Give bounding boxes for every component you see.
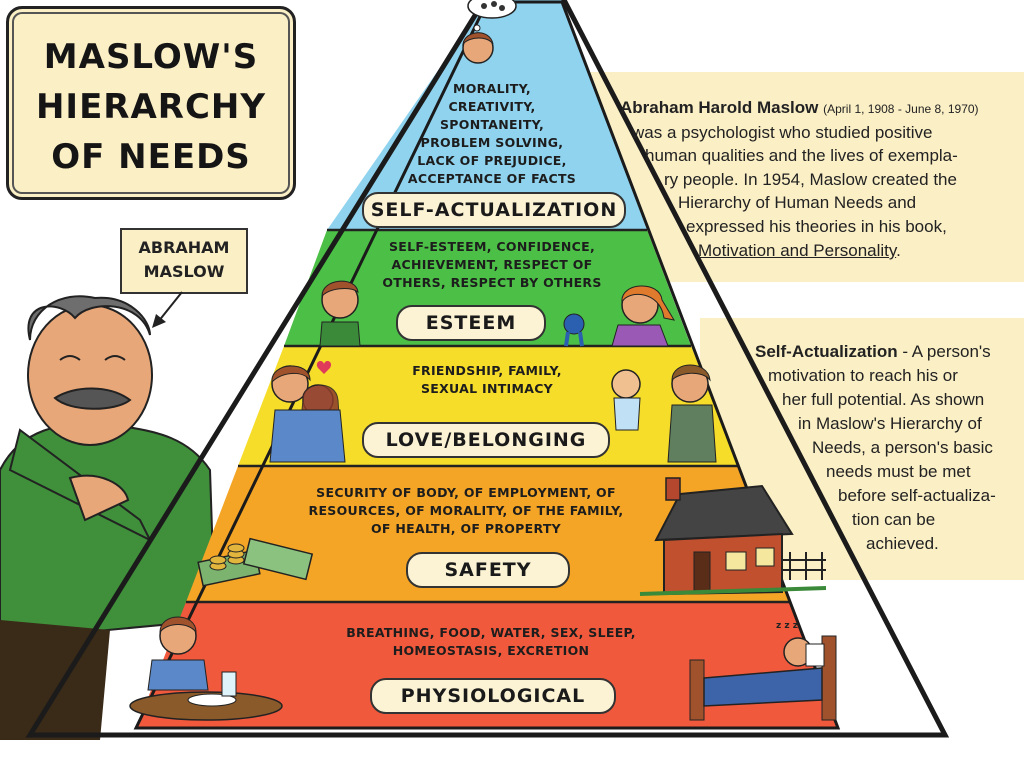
title-box: MASLOW'S HIERARCHY OF NEEDS (6, 6, 296, 200)
definition-line: her full potential. As shown (782, 390, 985, 409)
tier-3-description: FRIENDSHIP, FAMILY, SEXUAL INTIMACY (372, 362, 602, 398)
tier-4-line: RESOURCES, OF MORALITY, OF THE FAMILY, (308, 503, 624, 518)
tier-1-line: PROBLEM SOLVING, (420, 135, 564, 150)
bio-line: human qualities and the lives of exempla… (645, 146, 958, 165)
tier-self-actualization (327, 0, 647, 230)
title-line-3: OF NEEDS (51, 137, 251, 177)
pointer-arrow (152, 291, 183, 328)
tier-4-line: SECURITY OF BODY, OF EMPLOYMENT, OF (316, 485, 616, 500)
maslow-label-line-1: ABRAHAM (138, 238, 230, 257)
esteem-children-icon (319, 280, 676, 347)
definition-line: achieved. (866, 534, 939, 553)
tier-5-description: BREATHING, FOOD, WATER, SEX, SLEEP, HOME… (316, 624, 666, 660)
book-period: . (896, 241, 901, 260)
tier-5-line: BREATHING, FOOD, WATER, SEX, SLEEP, (346, 625, 636, 640)
tier-4-description: SECURITY OF BODY, OF EMPLOYMENT, OF RESO… (286, 484, 646, 538)
tier-4-line: OF HEALTH, OF PROPERTY (370, 521, 562, 536)
maslow-label: ABRAHAM MASLOW (120, 228, 248, 294)
bio-name: Abraham Harold Maslow (620, 98, 819, 117)
tier-2-description: SELF-ESTEEM, CONFIDENCE, ACHIEVEMENT, RE… (362, 238, 622, 292)
bio-line: ry people. In 1954, Maslow created the (664, 170, 957, 189)
tier-4-name: SAFETY (406, 552, 570, 588)
bio-dates: (April 1, 1908 - June 8, 1970) (823, 102, 979, 116)
definition-line: needs must be met (826, 462, 971, 481)
house-icon (639, 477, 827, 596)
definition-line: in Maslow's Hierarchy of (798, 414, 982, 433)
money-icon (197, 537, 314, 587)
title-line-2: HIERARCHY (35, 87, 267, 127)
maslow-cartoon (0, 295, 217, 740)
svg-text:z z z: z z z (776, 621, 798, 631)
tier-1-line: CREATIVITY, (448, 99, 536, 114)
definition-term: Self-Actualization (755, 342, 898, 361)
tier-3-line: SEXUAL INTIMACY (420, 381, 554, 396)
tier-5-name: PHYSIOLOGICAL (370, 678, 616, 714)
tier-3-name: LOVE/BELONGING (362, 422, 610, 458)
definition-line: motivation to reach his or (768, 366, 958, 385)
tier-2-line: OTHERS, RESPECT BY OTHERS (382, 275, 602, 290)
family-hug-icon (269, 361, 717, 463)
tier-3-line: FRIENDSHIP, FAMILY, (412, 363, 562, 378)
definition-line: before self-actualiza- (838, 486, 996, 505)
tier-5-line: HOMEOSTASIS, EXCRETION (392, 643, 590, 658)
tier-1-line: LACK OF PREJUDICE, (417, 153, 567, 168)
tier-1-line: SPONTANEITY, (440, 117, 544, 132)
bio-line: expressed his theories in his book, (686, 217, 947, 236)
book-title: Motivation and Personality (698, 241, 897, 260)
tier-safety (186, 466, 790, 602)
definition-line: tion can be (852, 510, 936, 529)
tier-1-description: MORALITY, CREATIVITY, SPONTANEITY, PROBL… (382, 80, 602, 188)
definition-line: - A person's (897, 342, 991, 361)
tier-physiological (136, 602, 838, 728)
thinking-child-icon (462, 0, 517, 64)
definition-line: Needs, a person's basic (812, 438, 993, 457)
tier-1-line: MORALITY, (453, 81, 531, 96)
definition-heading: Self-Actualization - A person's (755, 340, 991, 364)
tier-2-name: ESTEEM (396, 305, 546, 341)
eating-child-icon (129, 616, 283, 721)
bio-book-line: Motivation and Personality. (698, 239, 901, 263)
tier-1-line: ACCEPTANCE OF FACTS (407, 171, 577, 186)
maslow-label-line-2: MASLOW (143, 262, 225, 281)
tier-2-line: SELF-ESTEEM, CONFIDENCE, (388, 239, 596, 254)
tier-1-name: SELF-ACTUALIZATION (362, 192, 626, 228)
bio-heading: Abraham Harold Maslow (April 1, 1908 - J… (620, 96, 979, 122)
title-line-1: MASLOW'S (43, 37, 259, 77)
bio-line: was a psychologist who studied positive (632, 123, 933, 142)
sleeping-bed-icon: z z z (689, 621, 837, 721)
bio-line: Hierarchy of Human Needs and (678, 193, 917, 212)
tier-2-line: ACHIEVEMENT, RESPECT OF (391, 257, 593, 272)
pyramid-outline (25, 0, 950, 738)
tier-esteem (284, 230, 691, 346)
